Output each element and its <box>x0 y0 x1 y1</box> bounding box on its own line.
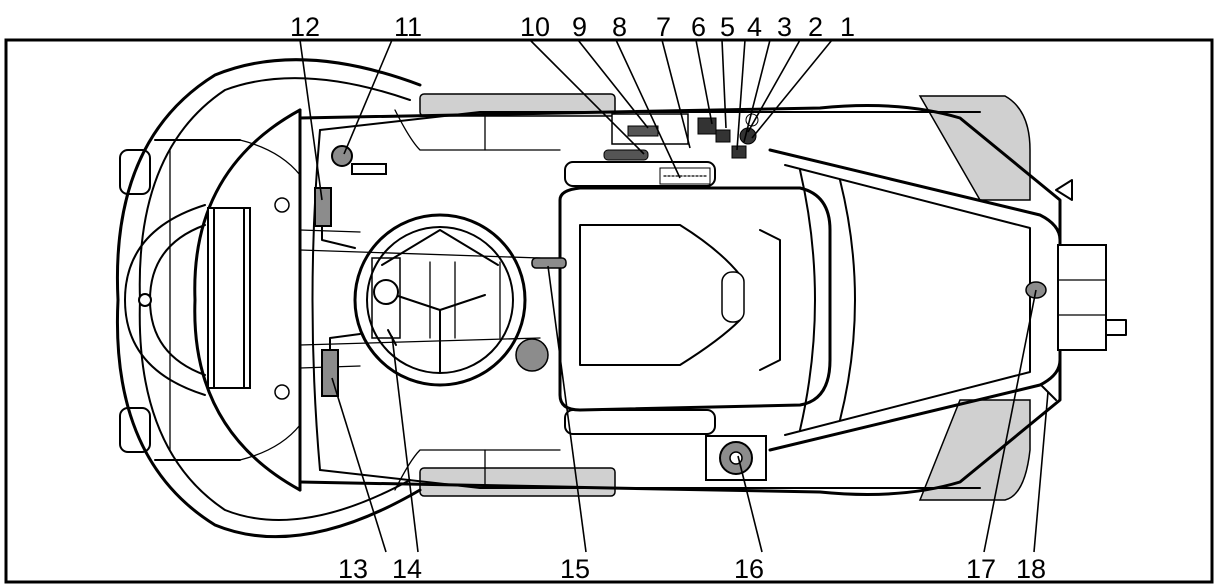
front-hood <box>124 108 302 492</box>
callout-leader-lines <box>299 39 1049 553</box>
callout-line-10 <box>529 39 645 155</box>
callout-line-1 <box>751 39 833 139</box>
callout-line-16 <box>737 455 763 553</box>
callout-number-1: 1 <box>840 12 855 42</box>
callout-number-6: 6 <box>691 12 706 42</box>
callout-line-18 <box>1033 391 1049 553</box>
callout-line-11 <box>343 39 393 155</box>
callout-line-2 <box>747 39 801 133</box>
callout-number-15: 15 <box>560 554 590 584</box>
callout-number-7: 7 <box>656 12 671 42</box>
callout-number-17: 17 <box>966 554 996 584</box>
callout-line-13 <box>331 377 387 553</box>
callout-number-4: 4 <box>747 12 762 42</box>
seat <box>558 161 832 435</box>
left-controls <box>314 145 397 397</box>
callout-number-8: 8 <box>612 12 627 42</box>
callout-line-3 <box>743 39 771 143</box>
callout-line-15 <box>547 265 587 553</box>
callout-number-3: 3 <box>777 12 792 42</box>
callout-line-8 <box>615 39 681 179</box>
callout-number-14: 14 <box>392 554 422 584</box>
steering-wheel <box>353 213 527 387</box>
callout-number-2: 2 <box>808 12 823 42</box>
callout-line-7 <box>661 39 691 149</box>
callout-line-5 <box>721 39 727 129</box>
callout-number-11: 11 <box>394 12 422 42</box>
mower-deck <box>115 58 422 539</box>
floor-plates <box>299 229 541 369</box>
callout-number-10: 10 <box>520 12 550 42</box>
callout-number-5: 5 <box>720 12 735 42</box>
misc-items <box>515 257 1057 481</box>
callout-number-18: 18 <box>1016 554 1046 584</box>
callout-line-12 <box>299 39 323 201</box>
callout-line-4 <box>736 39 746 151</box>
callout-number-9: 9 <box>572 12 587 42</box>
callout-line-14 <box>391 335 419 553</box>
callout-line-17 <box>983 289 1037 553</box>
callout-number-13: 13 <box>338 554 368 584</box>
control-panel <box>603 113 759 185</box>
rear-grille <box>1055 179 1127 351</box>
callout-line-6 <box>695 39 713 125</box>
callout-line-9 <box>577 39 649 129</box>
callout-number-12: 12 <box>290 12 320 42</box>
callout-number-16: 16 <box>734 554 764 584</box>
